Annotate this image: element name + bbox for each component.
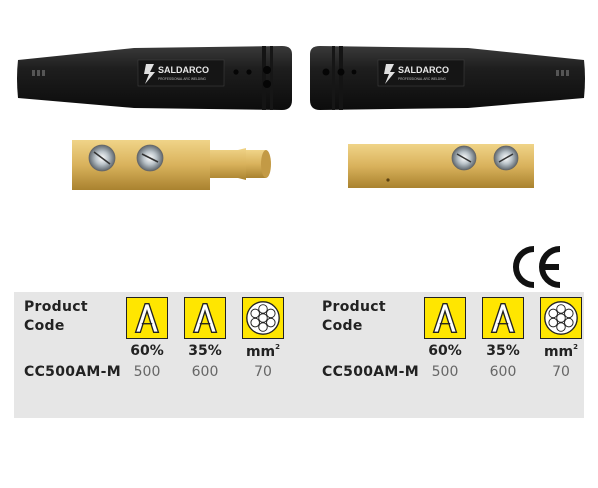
cable-cross-section-icon bbox=[540, 297, 582, 339]
amps-60-value: 500 bbox=[133, 364, 161, 380]
duty-60-header: 60% bbox=[428, 343, 462, 359]
cross-section-header: mm2 bbox=[536, 343, 586, 360]
left-rubber-sleeve: SALDARCO PROFESSIONAL ARC WELDING bbox=[17, 46, 292, 110]
saldarco-logo-icon bbox=[144, 64, 155, 84]
unit-mm: mm bbox=[245, 344, 276, 360]
product-header-line2: Code bbox=[24, 318, 65, 334]
unit-mm: mm bbox=[543, 344, 574, 360]
cross-section-value: 70 bbox=[552, 364, 570, 380]
current-a-icon bbox=[184, 297, 226, 339]
left-brass-connector bbox=[72, 140, 271, 190]
cross-section-value: 70 bbox=[254, 364, 272, 380]
right-brass-connector bbox=[348, 144, 534, 188]
product-header-line1: Product bbox=[24, 299, 88, 315]
unit-exponent: 2 bbox=[573, 343, 579, 351]
amps-35-value: 600 bbox=[191, 364, 219, 380]
certification-label: CE bbox=[512, 245, 564, 289]
brand-tagline: PROFESSIONAL ARC WELDING bbox=[158, 77, 206, 81]
duty-60-header: 60% bbox=[130, 343, 164, 359]
right-rubber-sleeve: SALDARCO PROFESSIONAL ARC WELDING bbox=[310, 46, 585, 110]
cable-cross-section-icon bbox=[242, 297, 284, 339]
current-a-icon bbox=[424, 297, 466, 339]
product-code-value: CC500AM-M bbox=[322, 364, 419, 380]
duty-35-header: 35% bbox=[486, 343, 520, 359]
current-a-icon bbox=[482, 297, 524, 339]
unit-exponent: 2 bbox=[275, 343, 281, 351]
current-a-icon bbox=[126, 297, 168, 339]
brand-name: SALDARCO bbox=[398, 65, 449, 75]
screw-icon bbox=[88, 144, 116, 172]
amps-60-value: 500 bbox=[431, 364, 459, 380]
duty-35-header: 35% bbox=[188, 343, 222, 359]
ce-mark-icon bbox=[513, 246, 561, 288]
cross-section-header: mm2 bbox=[238, 343, 288, 360]
saldarco-logo-icon bbox=[384, 64, 395, 84]
screw-icon bbox=[136, 144, 164, 172]
product-code-value: CC500AM-M bbox=[24, 364, 121, 380]
brand-tagline: PROFESSIONAL ARC WELDING bbox=[398, 77, 446, 81]
amps-35-value: 600 bbox=[489, 364, 517, 380]
brand-name: SALDARCO bbox=[158, 65, 209, 75]
screw-icon bbox=[493, 145, 519, 171]
screw-icon bbox=[451, 145, 477, 171]
product-header-line1: Product bbox=[322, 299, 386, 315]
product-header-line2: Code bbox=[322, 318, 363, 334]
product-code-header: Product Code bbox=[322, 298, 386, 336]
product-code-header: Product Code bbox=[24, 298, 88, 336]
